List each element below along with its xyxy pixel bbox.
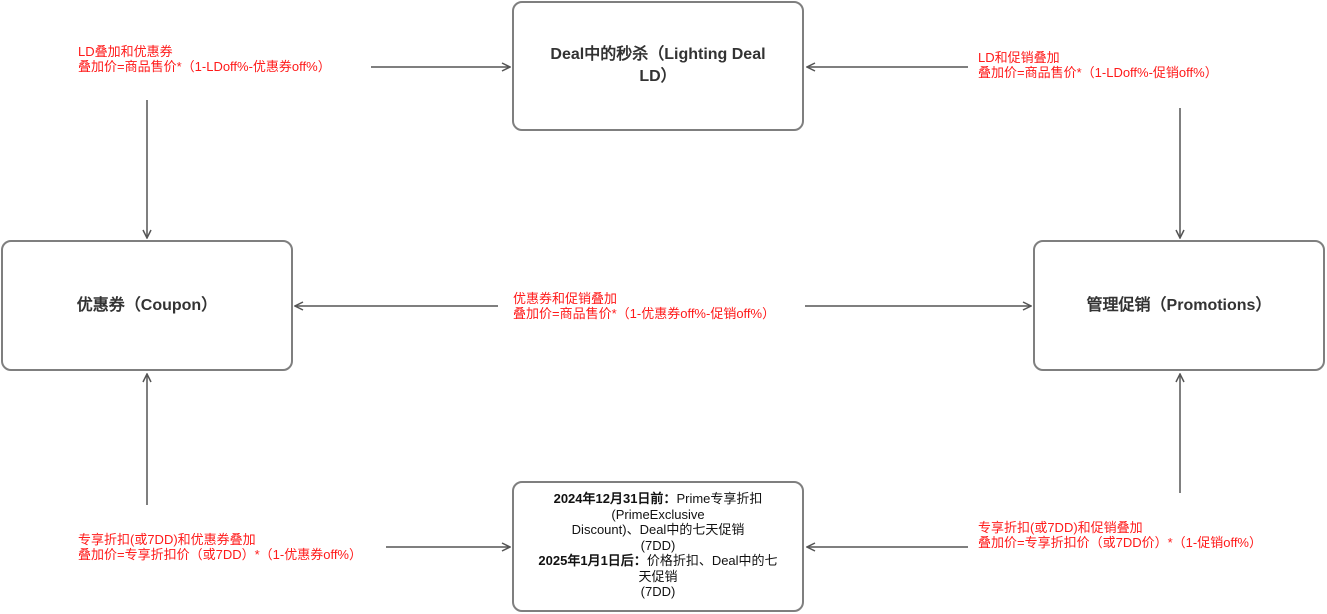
note-ld-promo-formula: 叠加价=商品售价*（1-LDoff%-促销off%） (978, 65, 1218, 80)
node-lighting-deal-label: Deal中的秒杀（Lighting Deal LD） (550, 46, 766, 85)
node-promotions: 管理促销（Promotions） (1033, 240, 1325, 371)
prime-after-text-1: 价格折扣、Deal中的七 (646, 553, 778, 568)
note-prime-coupon-title: 专享折扣(或7DD)和优惠券叠加 (78, 532, 256, 547)
note-prime-promo-formula: 叠加价=专享折扣价（或7DD价）*（1-促销off%） (978, 535, 1262, 550)
node-coupon: 优惠券（Coupon） (1, 240, 293, 371)
note-coupon-promo-formula: 叠加价=商品售价*（1-优惠券off%-促销off%） (513, 306, 776, 321)
prime-before-label: 2024年12月31日前： (553, 491, 677, 506)
prime-after-text-3: (7DD) (640, 584, 676, 599)
node-promotions-label: 管理促销（Promotions） (1086, 296, 1272, 314)
prime-after-label: 2025年1月1日后： (538, 553, 647, 568)
note-ld-coupon: LD叠加和优惠券 叠加价=商品售价*（1-LDoff%-优惠券off%） (78, 44, 331, 74)
note-prime-coupon-formula: 叠加价=专享折扣价（或7DD）*（1-优惠券off%） (78, 547, 362, 562)
prime-before-text-1: Prime专享折扣 (676, 491, 763, 506)
prime-before-line: 2024年12月31日前：Prime专享折扣 (514, 491, 802, 507)
node-prime-discount: 2024年12月31日前：Prime专享折扣 (PrimeExclusive D… (512, 481, 804, 612)
note-coupon-promo: 优惠券和促销叠加 叠加价=商品售价*（1-优惠券off%-促销off%） (513, 291, 775, 321)
note-prime-promo: 专享折扣(或7DD)和促销叠加 叠加价=专享折扣价（或7DD价）*（1-促销of… (978, 520, 1262, 550)
note-ld-promo: LD和促销叠加 叠加价=商品售价*（1-LDoff%-促销off%） (978, 50, 1218, 80)
note-prime-coupon: 专享折扣(或7DD)和优惠券叠加 叠加价=专享折扣价（或7DD）*（1-优惠券o… (78, 532, 362, 562)
note-prime-promo-title: 专享折扣(或7DD)和促销叠加 (978, 520, 1143, 535)
prime-before-text-3: Discount)、Deal中的七天促销 (571, 522, 745, 537)
note-coupon-promo-title: 优惠券和促销叠加 (513, 291, 618, 306)
prime-after-text-2: 天促销 (638, 568, 678, 584)
node-lighting-deal: Deal中的秒杀（Lighting Deal LD） (512, 1, 804, 131)
prime-after-line: 2025年1月1日后：价格折扣、Deal中的七 (514, 553, 802, 569)
prime-before-text-2: (PrimeExclusive (611, 506, 705, 522)
note-ld-coupon-formula: 叠加价=商品售价*（1-LDoff%-优惠券off%） (78, 59, 331, 74)
prime-before-text-4: (7DD) (640, 537, 676, 553)
node-coupon-label: 优惠券（Coupon） (76, 296, 218, 314)
note-ld-coupon-title: LD叠加和优惠券 (78, 44, 173, 59)
note-ld-promo-title: LD和促销叠加 (978, 50, 1060, 65)
